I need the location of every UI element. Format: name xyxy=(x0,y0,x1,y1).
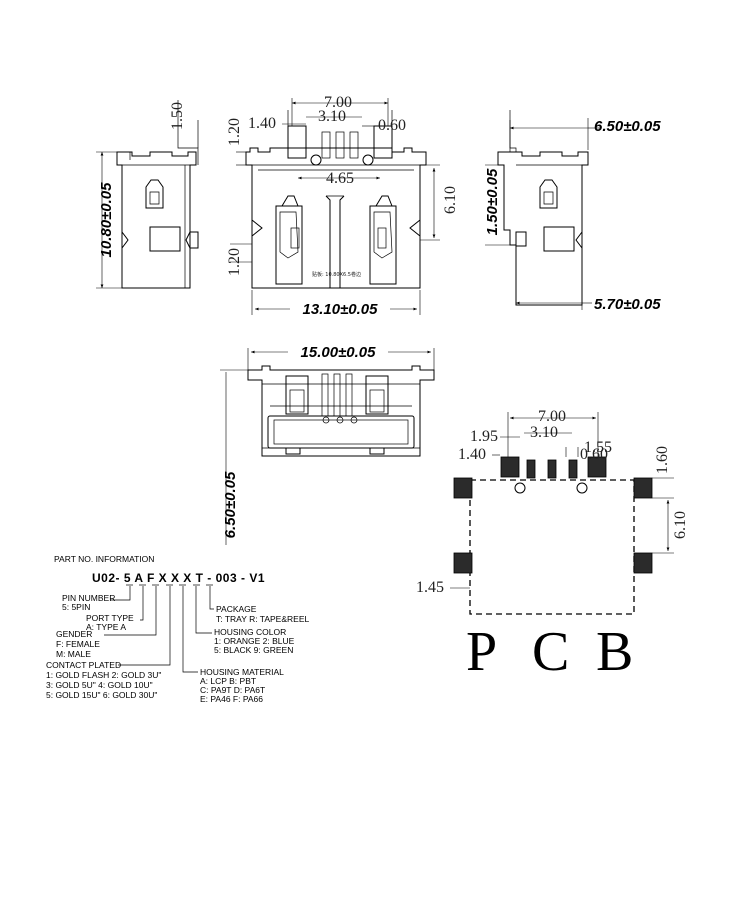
pcb-title-c: C xyxy=(532,621,569,683)
dim-right-bottom: 5.70±0.05 xyxy=(594,296,661,313)
dim-pcb-0-60: 0.60 xyxy=(580,446,608,463)
dim-front-3-10: 3.10 xyxy=(318,108,346,125)
pn-contact-3: 5: GOLD 15U" 6: GOLD 30U" xyxy=(46,690,157,700)
pn-package-1: T: TRAY R: TAPE&REEL xyxy=(216,614,309,624)
pn-housing-mat-title: HOUSING MATERIAL xyxy=(200,667,284,677)
dim-pcb-1-45: 1.45 xyxy=(416,579,444,596)
dim-pcb-1-95: 1.95 xyxy=(470,428,498,445)
front-view: 7.00 1.40 3.10 0.60 1.20 4.65 6.10 xyxy=(226,94,459,318)
side-view-left: 10.80±0.05 1.50 xyxy=(96,100,199,289)
pn-port-1: A: TYPE A xyxy=(86,622,126,632)
pn-package-title: PACKAGE xyxy=(216,604,257,614)
pn-housing-mat-2: C: PA9T D: PA6T xyxy=(200,685,265,695)
dim-front-0-60: 0.60 xyxy=(378,117,406,134)
pn-gender-1: F: FEMALE xyxy=(56,639,100,649)
dim-front-6-10: 6.10 xyxy=(442,186,459,214)
pcb-title-p: P xyxy=(466,621,497,683)
dim-pcb-6-10: 6.10 xyxy=(672,511,689,539)
dim-bottom-width: 15.00±0.05 xyxy=(301,344,377,361)
dim-front-7-00: 7.00 xyxy=(324,94,352,111)
front-view-note: 贴板: 10.80X6.5卷边 xyxy=(312,271,361,278)
dim-front-4-65: 4.65 xyxy=(326,170,354,187)
part-number-info: PART NO. INFORMATION U02- 5 A F X X X T … xyxy=(46,554,309,704)
pn-color-2: 5: BLACK 9: GREEN xyxy=(214,645,293,655)
pn-port-title: PORT TYPE xyxy=(86,613,134,623)
pn-pin-1: 5: 5PIN xyxy=(62,602,90,612)
dim-pcb-3-10: 3.10 xyxy=(530,424,558,441)
dim-front-1-20-top: 1.20 xyxy=(226,118,243,146)
pn-housing-mat-1: A: LCP B: PBT xyxy=(200,676,256,686)
dim-front-1-40: 1.40 xyxy=(248,115,276,132)
pn-pin-title: PIN NUMBER xyxy=(62,593,115,603)
pn-contact-1: 1: GOLD FLASH 2: GOLD 3U" xyxy=(46,670,161,680)
pn-color-1: 1: ORANGE 2: BLUE xyxy=(214,636,295,646)
side-view-right: 6.50±0.05 1.50±0.05 5.70±0.05 xyxy=(484,110,661,313)
pn-contact-title: CONTACT PLATED xyxy=(46,660,121,670)
dim-front-width: 13.10±0.05 xyxy=(303,301,379,318)
pn-color-title: HOUSING COLOR xyxy=(214,627,286,637)
dim-pcb-1-60: 1.60 xyxy=(654,446,671,474)
pn-housing-mat-3: E: PA46 F: PA66 xyxy=(200,694,263,704)
dim-side-tab: 1.50 xyxy=(169,102,186,130)
dim-right-top: 6.50±0.05 xyxy=(594,118,661,135)
pcb-title-b: B xyxy=(596,621,633,683)
bottom-view: 15.00±0.05 6.50±0.05 xyxy=(220,343,435,545)
dim-side-height: 10.80±0.05 xyxy=(98,182,115,258)
pcb-layout: 7.00 1.95 3.10 1.55 1.40 0.60 1.60 6.10 … xyxy=(416,408,689,683)
dim-bottom-height: 6.50±0.05 xyxy=(222,471,239,538)
pn-gender-2: M: MALE xyxy=(56,649,91,659)
dim-pcb-7-00: 7.00 xyxy=(538,408,566,425)
pn-gender-title: GENDER xyxy=(56,629,92,639)
dim-pcb-1-40: 1.40 xyxy=(458,446,486,463)
dim-pcb-1-55: 1.55 xyxy=(584,439,612,456)
pn-contact-2: 3: GOLD 5U" 4: GOLD 10U" xyxy=(46,680,153,690)
pn-code: U02- 5 A F X X X T - 003 - V1 xyxy=(92,571,265,585)
dim-right-mid: 1.50±0.05 xyxy=(484,168,501,235)
pn-heading: PART NO. INFORMATION xyxy=(54,554,154,564)
